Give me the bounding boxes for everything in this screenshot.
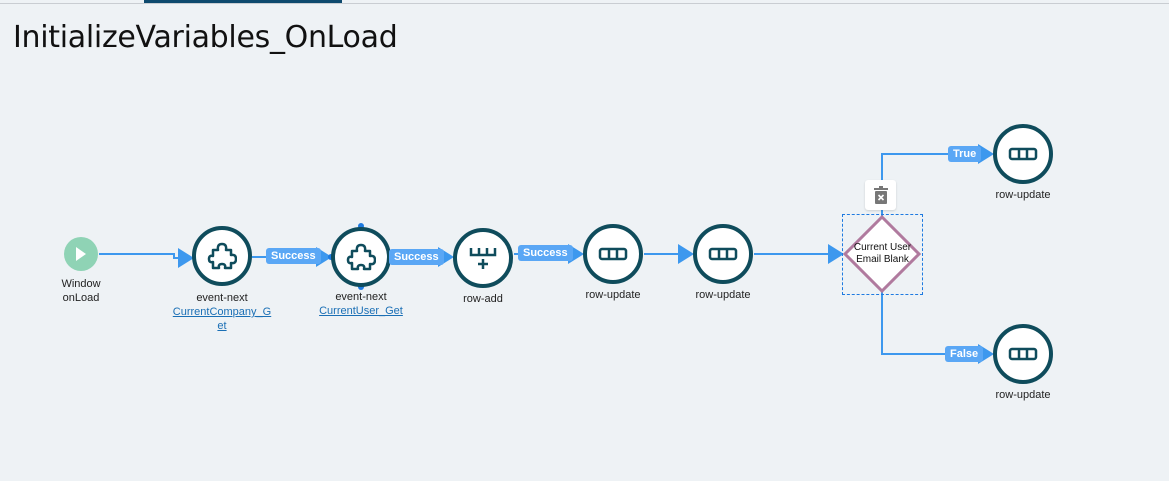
success-badge-1[interactable]: Success xyxy=(266,248,321,264)
decision-line1: Current User xyxy=(853,242,912,253)
row-icon xyxy=(708,247,738,261)
link-text-2: et xyxy=(217,320,227,332)
selection-box[interactable] xyxy=(842,214,923,295)
row-add-icon xyxy=(469,248,497,269)
event-type: event-next xyxy=(196,292,248,304)
row-add-node[interactable] xyxy=(453,228,513,288)
row-update-node-true[interactable] xyxy=(993,124,1053,184)
decision-diamond xyxy=(842,214,922,294)
start-label: Window onLoad xyxy=(26,277,136,305)
row-update-label-1: row-update xyxy=(585,289,641,301)
true-badge[interactable]: True xyxy=(948,146,982,162)
event-next-node-1[interactable] xyxy=(192,226,252,286)
top-divider xyxy=(0,3,1169,4)
row-icon xyxy=(598,247,628,261)
row-icon xyxy=(1008,347,1038,361)
start-node[interactable] xyxy=(64,237,98,271)
edge-decision-true xyxy=(881,144,994,216)
delete-button[interactable] xyxy=(865,180,896,210)
row-update-node-2[interactable] xyxy=(693,224,753,284)
success-badge-3[interactable]: Success xyxy=(518,245,573,261)
puzzle-icon xyxy=(207,242,237,270)
start-label-line2: onLoad xyxy=(62,292,100,304)
edge-decision-false xyxy=(881,292,994,364)
event-type: event-next xyxy=(335,291,387,303)
row-add-label: row-add xyxy=(463,293,503,305)
row-icon xyxy=(1008,147,1038,161)
play-icon xyxy=(76,247,86,261)
row-update-label-2: row-update xyxy=(695,289,751,301)
row-update-label-false: row-update xyxy=(995,389,1051,401)
puzzle-icon xyxy=(346,243,376,271)
event-next-node-2[interactable] xyxy=(331,227,391,287)
row-update-node-false[interactable] xyxy=(993,324,1053,384)
edge-start-event1 xyxy=(99,248,194,268)
success-badge-2[interactable]: Success xyxy=(389,249,444,265)
decision-label[interactable]: Current User Email Blank xyxy=(842,242,923,266)
link-text: CurrentCompany_G xyxy=(172,306,272,318)
active-tab-indicator[interactable] xyxy=(144,0,342,3)
page-title: InitializeVariables_OnLoad xyxy=(13,20,398,55)
event-link-currentuser[interactable]: CurrentUser_Get xyxy=(319,305,403,317)
row-update-node-1[interactable] xyxy=(583,224,643,284)
decision-line2: Email Blank xyxy=(856,254,909,265)
false-badge[interactable]: False xyxy=(945,346,984,362)
trash-icon xyxy=(873,186,888,204)
event-next-label-2: event-next CurrentUser_Get xyxy=(306,290,416,318)
start-label-line1: Window xyxy=(61,278,101,290)
row-update-label-true: row-update xyxy=(995,189,1051,201)
